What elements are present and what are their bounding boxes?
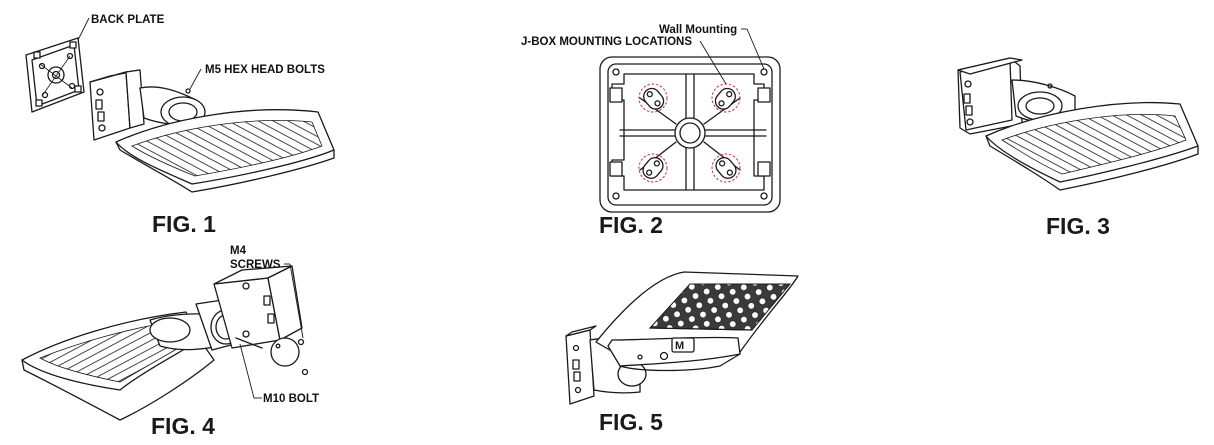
fig-3-label: FIG. 3 — [1046, 213, 1110, 239]
cover-disc — [270, 337, 300, 367]
jbox-location-marker — [711, 153, 741, 183]
jbox-callout: J-BOX MOUNTING LOCATIONS — [521, 36, 692, 48]
m10-bolt-callout: M10 BOLT — [263, 393, 319, 405]
m4-screw — [301, 368, 309, 376]
figure-5: M FIG. 5 — [565, 271, 799, 435]
m4-callout: M4 — [230, 245, 247, 257]
m4-screw — [297, 338, 305, 346]
fixture-exploded-drawing — [21, 265, 309, 421]
figure-1: BACK PLATE M5 HEX HEAD BOLTS FIG. 1 — [25, 14, 335, 237]
fixture-underside-drawing: M — [565, 271, 799, 405]
jbox-leader — [699, 40, 727, 85]
hex-bolts-callout: M5 HEX HEAD BOLTS — [205, 64, 325, 76]
screws-callout: SCREWS — [230, 259, 281, 271]
fixture-mounted-drawing — [957, 57, 1199, 191]
screws-leader-line — [289, 263, 304, 339]
fig-4-label: FIG. 4 — [151, 413, 215, 439]
figure-2: Wall Mounting J-BOX MOUNTING LOCATIONS F… — [521, 24, 781, 238]
back-plate-callout: BACK PLATE — [91, 14, 165, 26]
figure-3: FIG. 3 — [957, 57, 1199, 239]
wall-mount-leader-line — [746, 28, 765, 70]
fixture-drawing — [89, 69, 335, 193]
fig-1-label: FIG. 1 — [152, 211, 216, 237]
back-plate-drawing — [25, 37, 85, 113]
m10-leader-line — [239, 343, 255, 399]
svg-text:M: M — [675, 340, 684, 352]
jbox-location-marker — [638, 153, 668, 183]
back-plate-leader — [77, 17, 90, 41]
bolts-leader — [189, 68, 202, 90]
figure-4: M4 SCREWS M10 BOLT FIG. 4 — [21, 245, 319, 439]
jbox-location-marker — [638, 83, 668, 113]
mounting-plate-drawing — [599, 56, 781, 213]
fig-5-label: FIG. 5 — [599, 409, 663, 435]
fig-2-label: FIG. 2 — [599, 212, 663, 238]
wall-mounting-callout: Wall Mounting — [659, 24, 737, 36]
